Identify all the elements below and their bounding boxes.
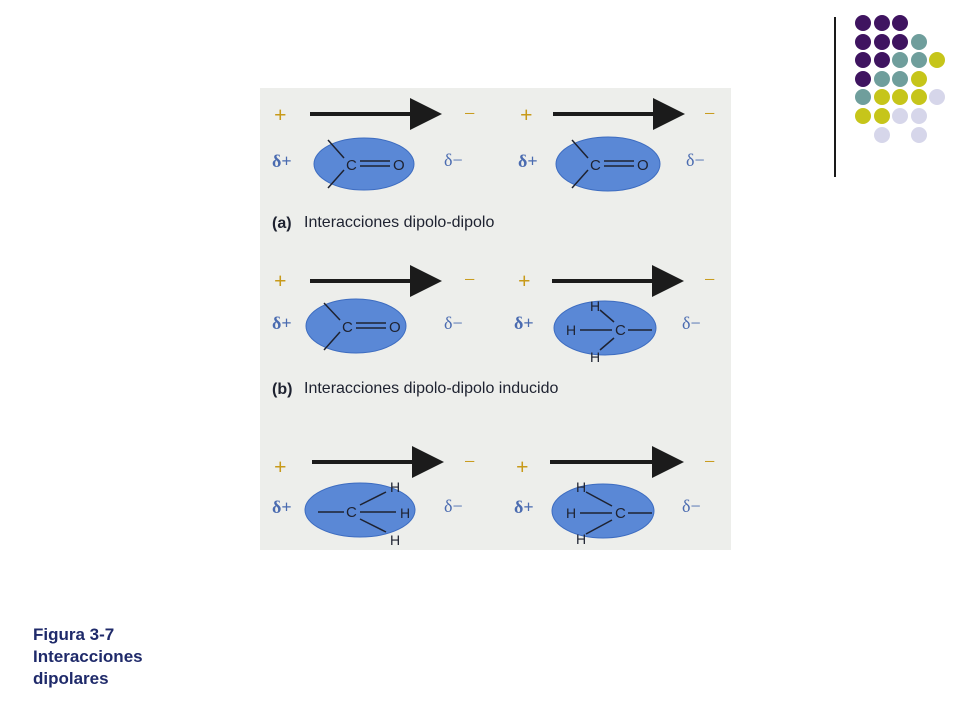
carbon-atom: C <box>346 504 357 521</box>
bond-line <box>359 518 387 533</box>
dipole-ellipse <box>553 300 657 356</box>
decorative-dot <box>855 89 871 106</box>
decorative-dot <box>892 108 909 124</box>
plus-sign: + <box>516 454 529 479</box>
delta-plus: δ+ <box>272 151 292 171</box>
label-b-text: Interacciones dipolo-dipolo inducido <box>304 380 558 397</box>
minus-sign: − <box>464 103 475 125</box>
hydrogen-atom: H <box>590 298 600 314</box>
hydrogen-atom: H <box>590 349 600 365</box>
carbon-atom: C <box>342 319 353 336</box>
decorative-dot <box>873 15 890 31</box>
bond-line <box>571 139 589 159</box>
minus-sign: − <box>464 451 475 473</box>
hydrogen-atom: H <box>400 505 410 521</box>
label-b-tag: (b) <box>272 381 292 398</box>
decorative-dot <box>873 52 890 69</box>
minus-sign: − <box>704 269 715 291</box>
plus-sign: + <box>274 454 287 479</box>
decorative-dot <box>855 70 871 87</box>
decorative-dot <box>873 70 890 87</box>
bond-line <box>585 491 613 507</box>
bond-line <box>585 519 613 535</box>
delta-plus: δ+ <box>518 151 538 171</box>
minus-sign: − <box>704 103 715 125</box>
decorative-dot <box>910 126 927 143</box>
delta-plus: δ+ <box>514 497 534 517</box>
decorative-dot <box>873 108 890 124</box>
decorative-dot <box>892 52 909 69</box>
bond-line <box>323 302 341 321</box>
delta-minus: δ− <box>682 313 701 333</box>
oxygen-atom: O <box>389 319 401 336</box>
dipole-ellipse <box>551 483 655 539</box>
carbon-atom: C <box>346 157 357 174</box>
decorative-dot <box>855 15 871 31</box>
decorative-dot <box>873 33 890 50</box>
hydrogen-atom: H <box>576 531 586 547</box>
delta-plus: δ+ <box>272 313 292 333</box>
hydrogen-atom: H <box>566 505 576 521</box>
dipole-ellipse <box>313 137 415 191</box>
decorative-dot <box>892 15 909 31</box>
hydrogen-atom: H <box>390 479 400 495</box>
decorative-dot <box>892 33 909 50</box>
decorative-dot <box>910 33 927 50</box>
carbon-atom: C <box>590 157 601 174</box>
decorative-dot <box>855 33 871 50</box>
dipole-figure-svg: + − δ+ C O δ− + − δ+ C O δ− (a) Interacc… <box>272 98 715 548</box>
plus-sign: + <box>518 268 531 293</box>
carbon-atom: C <box>615 322 626 339</box>
decorative-dot <box>892 70 909 87</box>
caption-line-1: Figura 3-7 <box>33 625 115 644</box>
decorative-dot <box>873 126 890 143</box>
bond-line <box>359 491 387 506</box>
hydrogen-atom: H <box>566 322 576 338</box>
label-a-text: Interacciones dipolo-dipolo <box>304 214 494 231</box>
decorative-dot <box>855 108 871 124</box>
bond-line <box>323 331 341 351</box>
figure-caption: Figura 3-7 Interacciones dipolares <box>33 624 233 690</box>
plus-sign: + <box>520 102 533 127</box>
decorative-dot <box>892 89 909 106</box>
hydrogen-atom: H <box>390 532 400 548</box>
decorative-dot <box>873 89 890 106</box>
delta-minus: δ− <box>444 496 463 516</box>
delta-minus: δ− <box>682 496 701 516</box>
delta-minus: δ− <box>686 150 705 170</box>
carbon-atom: C <box>615 505 626 522</box>
bond-line <box>599 309 615 323</box>
minus-sign: − <box>464 269 475 291</box>
oxygen-atom: O <box>393 157 405 174</box>
decorative-dot <box>929 52 946 69</box>
bond-line <box>327 169 345 189</box>
bond-line <box>599 337 615 351</box>
plus-sign: + <box>274 102 287 127</box>
caption-line-3: dipolares <box>33 669 109 688</box>
delta-minus: δ− <box>444 313 463 333</box>
decorative-dot <box>910 52 927 69</box>
decorative-dot <box>855 52 871 69</box>
label-a-tag: (a) <box>272 215 292 232</box>
decorative-dot <box>910 108 927 124</box>
oxygen-atom: O <box>637 157 649 174</box>
dipole-figure: + − δ+ C O δ− + − δ+ C O δ− (a) Interacc… <box>260 88 731 550</box>
hydrogen-atom: H <box>576 479 586 495</box>
dipole-ellipse <box>304 482 416 538</box>
dipole-ellipse <box>305 298 407 354</box>
plus-sign: + <box>274 268 287 293</box>
caption-line-2: Interacciones <box>33 647 143 666</box>
decorative-dot <box>910 70 927 87</box>
decorative-dot <box>910 89 927 106</box>
bond-line <box>327 139 345 159</box>
divider-line <box>834 17 836 177</box>
delta-plus: δ+ <box>272 497 292 517</box>
decorative-dot <box>929 89 946 106</box>
delta-plus: δ+ <box>514 313 534 333</box>
bond-line <box>571 169 589 189</box>
delta-minus: δ− <box>444 150 463 170</box>
minus-sign: − <box>704 451 715 473</box>
